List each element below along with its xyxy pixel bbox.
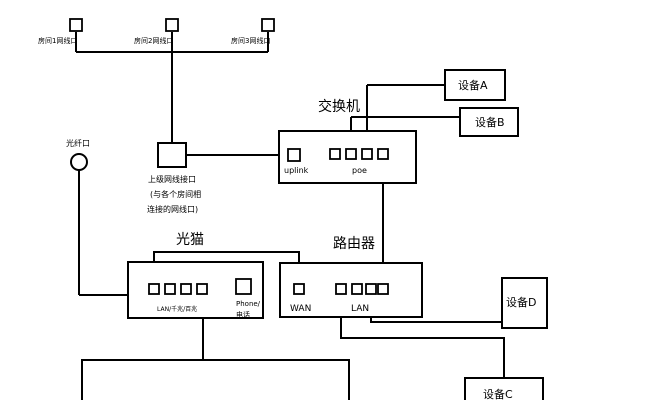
router-wan-label: WAN [290, 304, 311, 314]
switch-uplink-port [287, 148, 301, 162]
modem-phone-label-1: Phone/ [236, 300, 261, 308]
router-lan-port-4 [377, 283, 389, 295]
device-b-box [459, 107, 519, 137]
uplink-jack-line3: 连接的网线口) [147, 204, 198, 214]
room1-label: 房间1网线口 [38, 36, 77, 45]
room2-label: 房间2网线口 [134, 36, 173, 45]
device-d: 设备D [501, 277, 548, 329]
switch-uplink-label: uplink [284, 166, 309, 175]
bottom-device-box [81, 359, 350, 400]
uplink-jack-line2: (与各个房间相 [150, 189, 201, 199]
switch-poe-port-4 [377, 148, 389, 160]
device-c-box [464, 377, 544, 400]
switch-title: 交换机 [318, 98, 360, 115]
router-lan-label: LAN [351, 304, 369, 314]
connection-wires [75, 32, 505, 378]
router-title: 路由器 [333, 236, 375, 252]
room2-socket-icon [165, 18, 179, 32]
device-b-label: 设备B [475, 115, 505, 129]
room3-socket-icon [261, 18, 275, 32]
optical-modem: 光猫 LAN/千兆/百兆 Phone/ 电话 [127, 232, 264, 319]
switch: 交换机 uplink poe [278, 98, 417, 184]
fiber-port: 光纤口 [66, 138, 90, 171]
uplink-jack: 上级网线接口 (与各个房间相 连接的网线口) [147, 142, 201, 214]
device-a-label: 设备A [458, 78, 488, 92]
uplink-jack-line1: 上级网线接口 [148, 174, 196, 184]
fiber-port-icon [70, 153, 88, 171]
modem-lan-port-4 [196, 283, 208, 295]
modem-title: 光猫 [176, 232, 204, 248]
router-wan-port [293, 283, 305, 295]
room3-label: 房间3网线口 [231, 36, 270, 45]
uplink-jack-icon [157, 142, 187, 168]
device-b: 设备B [459, 107, 519, 137]
room2-socket: 房间2网线口 [134, 18, 179, 45]
device-a-box [444, 69, 506, 101]
device-d-box [501, 277, 548, 329]
fiber-label: 光纤口 [66, 138, 90, 148]
device-c-label: 设备C [483, 387, 513, 400]
room1-socket-icon [69, 18, 83, 32]
room3-socket: 房间3网线口 [231, 18, 275, 45]
room1-socket: 房间1网线口 [38, 18, 83, 45]
modem-lan-port-2 [164, 283, 176, 295]
device-a: 设备A [444, 69, 506, 101]
modem-lan-port-1 [148, 283, 160, 295]
switch-poe-port-3 [361, 148, 373, 160]
modem-phone-port [235, 278, 252, 295]
switch-poe-label: poe [352, 166, 367, 175]
switch-poe-port-2 [345, 148, 357, 160]
modem-lan-label: LAN/千兆/百兆 [157, 305, 197, 313]
router-lan-port-2 [351, 283, 363, 295]
device-c: 设备C [464, 377, 544, 400]
router-lan-port-1 [335, 283, 347, 295]
modem-phone-label-2: 电话 [236, 310, 250, 319]
device-d-label: 设备D [506, 295, 536, 309]
router-lan-port-3 [365, 283, 377, 295]
router: 路由器 WAN LAN [279, 236, 423, 318]
switch-poe-port-1 [329, 148, 341, 160]
modem-lan-port-3 [180, 283, 192, 295]
